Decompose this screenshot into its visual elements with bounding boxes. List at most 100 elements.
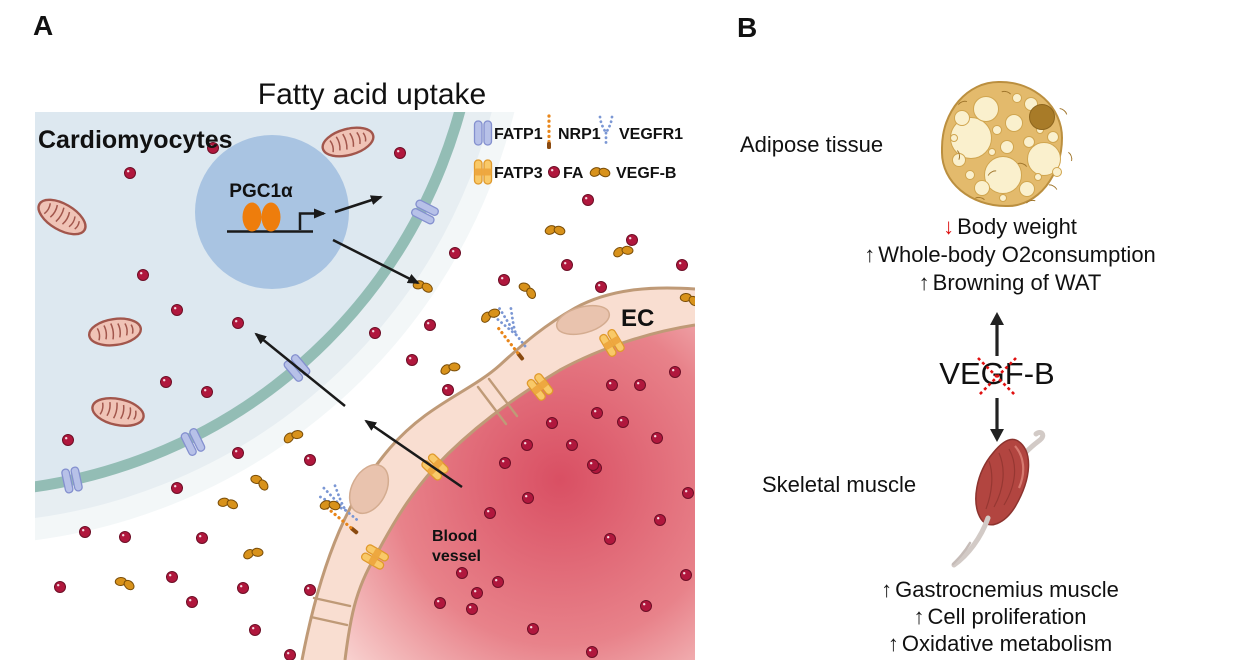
fatty-acid-icon [591,407,603,419]
up-arrow-icon: ↑ [887,631,899,656]
stromal-squiggle [972,195,987,208]
pgc1a-protein [242,202,262,232]
effect-body-weight: ↓Body weight [845,213,1175,241]
lipid-droplet [1005,114,1023,132]
vegfb-ligand-icon [111,573,138,594]
fatty-acid-icon [521,439,533,451]
fatty-acid-icon [54,581,66,593]
fatty-acid-icon [604,533,616,545]
fatty-acid-icon [424,319,436,331]
vegfb-ligand-icon [215,494,241,512]
legend-label-nrp1: NRP1 [558,126,601,143]
lipid-droplet [952,153,966,167]
effect-cell-proliferation: ↑Cell proliferation [845,603,1155,630]
fatty-acid-icon [561,259,573,271]
pgc1a-label: PGC1α [229,181,293,202]
flow-arrow [254,332,346,407]
fatty-acid-icon [304,454,316,466]
fatty-acid-icon [442,384,454,396]
pgc1a-protein [261,202,281,232]
fatty-acid-icon [587,459,599,471]
effect-browning-wat: ↑Browning of WAT [845,269,1175,297]
fatty-acid-icon [249,624,261,636]
fatty-acid-icon [680,569,692,581]
lipid-droplet [1034,173,1042,181]
skeletal-muscle-illustration [951,430,1046,568]
legend-label-vegfb: VEGF-B [616,165,676,182]
blood-vessel-label-line2: vessel [432,548,481,565]
fatty-acid-icon [79,526,91,538]
lipid-droplet [1047,131,1059,143]
up-arrow-icon: ↑ [913,604,925,629]
stromal-squiggle [1061,149,1074,166]
effect-text: Body weight [957,214,1077,239]
vegfb-hub: VEGF-B [927,312,1067,442]
effect-o2-consumption: ↑Whole-body O2consumption [845,241,1175,269]
fatty-acid-icon [186,596,198,608]
down-arrow-icon: ↓ [943,214,955,239]
lipid-droplet [999,194,1007,202]
lipid-droplet [965,170,975,180]
vegfb-ligand-icon [436,358,463,379]
fatty-acid-icon [232,317,244,329]
transcription-arrow [298,208,326,230]
fatty-acid-icon [284,649,296,660]
lipid-droplet [988,148,996,156]
lipid-droplet [1019,181,1035,197]
effect-text: Oxidative metabolism [901,631,1113,656]
vegfb-ligand-icon [240,543,266,563]
adipose-tissue-label: Adipose tissue [740,132,884,157]
vegfb-ligand-icon [588,165,612,179]
muscle-tendon-bottom [951,515,991,568]
fatty-acid-icon [466,603,478,615]
panel-a-label: A [33,10,54,41]
fatty-acid-icon [201,386,213,398]
fatty-acid-icon [166,571,178,583]
fatty-acid-icon [634,379,646,391]
flow-arrow [364,419,463,489]
vegfb-ligand-icon [246,470,273,494]
stromal-squiggle [1043,182,1060,197]
fatty-acid-icon [484,507,496,519]
fatty-acid-icon [498,274,510,286]
fatty-acid-icon [237,582,249,594]
nrp1-receptor-icon [545,114,553,151]
fatty-acid-icon [471,587,483,599]
effect-text: Whole-body O2consumption [878,242,1156,267]
fatty-acid-icon [394,147,406,159]
fatty-acid-icon [640,600,652,612]
fatty-acid-icon [651,432,663,444]
ec-label: EC [621,305,654,332]
stromal-squiggle [1053,105,1070,122]
adipose-tissue-illustration [941,81,1074,211]
vegfr1-receptor-icon [598,115,614,148]
effect-text: Cell proliferation [927,604,1087,629]
lipid-droplet [950,134,958,142]
fatty-acid-icon [62,434,74,446]
fatty-acid-icon [676,259,688,271]
panel-b-label: B [737,12,758,43]
fatty-acid-icon [171,304,183,316]
effect-text: Browning of WAT [932,270,1102,295]
fatty-acid-icon [171,482,183,494]
fatty-acid-icon [232,447,244,459]
fatty-acid-icon [527,623,539,635]
panel-a-title: Fatty acid uptake [258,78,486,111]
fatty-acid-icon [617,416,629,428]
fatty-acid-icon [137,269,149,281]
lipid-droplet [992,125,1002,135]
cardiomyocytes-label: Cardiomyocytes [38,126,233,154]
double-arrow-up-icon [990,312,1004,356]
legend-label-fa: FA [563,165,584,182]
fatty-acid-icon [669,366,681,378]
lipid-droplet [1052,167,1062,177]
lipid-droplet [974,180,990,196]
lipid-droplet [954,110,970,126]
fatty-acid-icon [586,646,598,658]
skeletal-muscle-label: Skeletal muscle [762,472,917,497]
ec-nucleus [348,463,390,515]
fatty-acid-icon [304,584,316,596]
ec-nucleus [555,304,611,336]
fatty-acid-icon [522,492,534,504]
legend-label-fatp1: FATP1 [494,126,543,143]
